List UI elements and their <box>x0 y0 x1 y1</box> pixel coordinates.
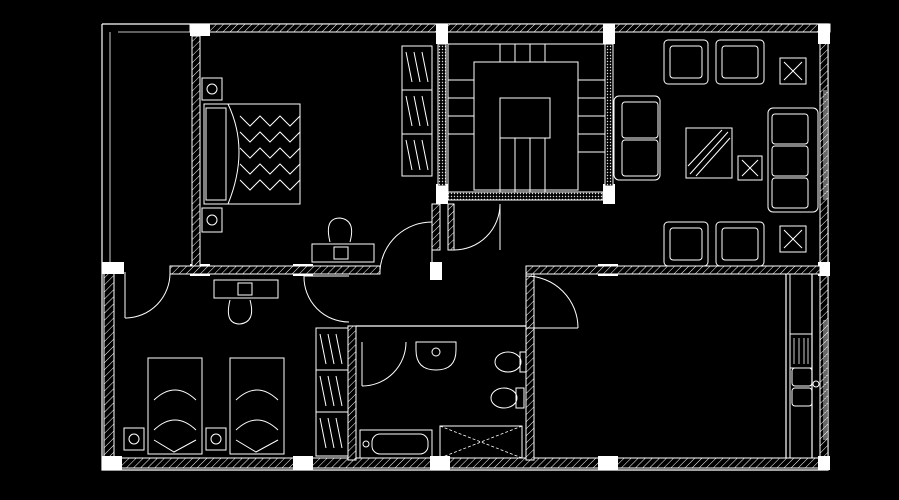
bathtub <box>359 429 433 459</box>
armchair <box>715 39 765 85</box>
second-bedroom <box>123 279 349 457</box>
master-bedroom <box>201 45 433 263</box>
double-bed <box>203 103 301 205</box>
toilet <box>494 351 527 373</box>
outer-walls <box>101 23 831 471</box>
side-table <box>779 57 807 85</box>
nightstand <box>201 77 223 101</box>
nightstand <box>123 427 145 451</box>
chair <box>227 299 253 325</box>
sofa <box>613 95 661 181</box>
sofa <box>767 107 819 213</box>
armchair <box>663 221 709 267</box>
wardrobe <box>315 327 349 457</box>
sink <box>789 333 820 407</box>
bathroom <box>359 341 527 459</box>
single-bed <box>229 357 285 455</box>
armchair <box>715 221 765 267</box>
side-table <box>779 225 807 253</box>
desk <box>213 279 279 299</box>
nightstand <box>201 207 223 233</box>
doors <box>124 203 579 387</box>
armchair <box>663 39 709 85</box>
columns <box>102 24 830 470</box>
living-room <box>613 39 819 267</box>
bidet <box>490 387 525 409</box>
chair <box>327 217 353 243</box>
shower <box>439 425 523 459</box>
desk <box>311 243 375 263</box>
coffee-table <box>685 127 733 179</box>
nightstand <box>205 427 227 451</box>
single-bed <box>147 357 203 455</box>
wardrobe <box>401 45 433 177</box>
side-table <box>737 155 763 181</box>
kitchen <box>789 274 820 458</box>
staircase <box>447 43 606 193</box>
washbasin <box>415 341 457 371</box>
interior-walls <box>169 35 827 461</box>
